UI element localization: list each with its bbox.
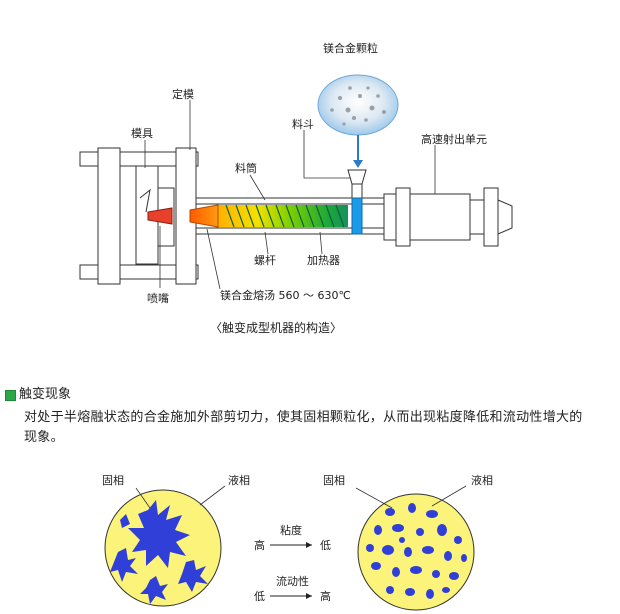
- dendrite-shapes: [110, 500, 208, 604]
- left-liquid-label: 液相: [228, 473, 250, 487]
- screw-flights: [225, 204, 345, 228]
- label-molten-temp: 镁合金熔汤 560 ～ 630℃: [220, 288, 351, 302]
- moving-platen: [97, 147, 121, 285]
- section-heading: 触变现象: [5, 387, 71, 403]
- screw-gradient: [218, 205, 348, 227]
- leader-lines: [144, 100, 436, 290]
- viscosity-to: 低: [320, 539, 331, 552]
- dendritic-structure: [104, 489, 222, 607]
- label-mold: 模具: [131, 127, 153, 140]
- feed-arrow-head: [353, 160, 363, 168]
- fluidity-to: 高: [320, 589, 331, 603]
- right-solid-label: 固相: [323, 474, 345, 487]
- injection-rear: [469, 199, 485, 235]
- injection-flange: [395, 187, 411, 247]
- pellet-image: [317, 74, 399, 136]
- label-mg-pellets: 镁合金颗粒: [323, 41, 378, 55]
- fluidity-from: 低: [254, 590, 265, 603]
- hopper-feed: [351, 197, 363, 235]
- fluidity-label: 流动性: [276, 574, 309, 588]
- green-square-icon: [5, 389, 16, 401]
- label-fixed-mold: 定模: [172, 87, 194, 101]
- injection-endcap: [483, 187, 499, 247]
- globule-shapes: [366, 503, 467, 599]
- left-liquid-leader: [199, 485, 226, 506]
- section-title-text: 触变现象: [19, 387, 72, 402]
- machine-caption: 〈触变成型机器的构造〉: [210, 320, 342, 335]
- machine-diagram: [79, 74, 513, 290]
- label-hopper: 料斗: [292, 117, 314, 131]
- section-description: 对处于半熔融状态的合金施加外部剪切力，使其固相颗粒化，从而出现粘度降低和流动性增…: [24, 410, 583, 445]
- sprue-line: [139, 188, 151, 213]
- nozzle: [147, 207, 173, 225]
- right-solid-leader: [355, 487, 393, 509]
- viscosity-from: 高: [254, 538, 265, 552]
- left-solid-label: 固相: [102, 474, 124, 487]
- left-solid-leader: [135, 487, 151, 509]
- label-injection-unit: 高速射出单元: [421, 132, 487, 146]
- molten-zone: [189, 204, 219, 228]
- label-heater: 加热器: [307, 254, 340, 267]
- viscosity-label: 粘度: [280, 523, 302, 537]
- injection-tip: [497, 199, 513, 235]
- label-screw: 螺杆: [254, 253, 276, 267]
- hopper-neck: [351, 183, 363, 199]
- label-barrel: 料筒: [235, 161, 257, 175]
- right-liquid-leader: [431, 485, 467, 507]
- globular-structure: [357, 493, 475, 611]
- hopper-top: [347, 169, 367, 185]
- pellet-grains: [330, 86, 386, 126]
- right-liquid-label: 液相: [471, 473, 493, 487]
- label-nozzle: 喷嘴: [147, 292, 169, 305]
